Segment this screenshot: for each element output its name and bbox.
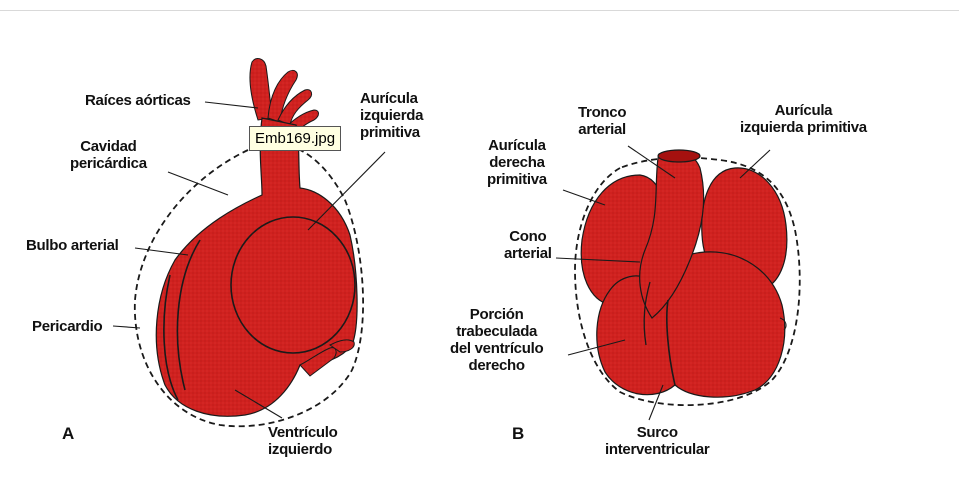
- label-cavidad-pericardica: Cavidad pericárdica: [70, 138, 147, 172]
- filename-tooltip: Emb169.jpg: [249, 126, 341, 151]
- label-auricula-izquierda-a: Aurícula izquierda primitiva: [360, 90, 423, 141]
- label-raices-aorticas: Raíces aórticas: [85, 92, 191, 109]
- label-cono-arterial: Cono arterial: [504, 228, 552, 262]
- label-auricula-izquierda-b: Aurícula izquierda primitiva: [740, 102, 867, 136]
- panel-b-drawing: [556, 146, 800, 420]
- label-auricula-derecha: Aurícula derecha primitiva: [487, 137, 547, 188]
- auricula-izquierda-a: [231, 217, 355, 353]
- label-ventriculo-izquierdo: Ventrículo izquierdo: [268, 424, 338, 458]
- label-surco-interventricular: Surco interventricular: [605, 424, 709, 458]
- label-bulbo-arterial: Bulbo arterial: [26, 237, 119, 254]
- label-tronco-arterial: Tronco arterial: [578, 104, 626, 138]
- label-porcion-trabeculada: Porción trabeculada del ventrículo derec…: [450, 306, 543, 374]
- label-pericardio: Pericardio: [32, 318, 102, 335]
- panel-a-letter: A: [62, 424, 74, 444]
- panel-b-letter: B: [512, 424, 524, 444]
- panel-a-drawing: [113, 59, 385, 427]
